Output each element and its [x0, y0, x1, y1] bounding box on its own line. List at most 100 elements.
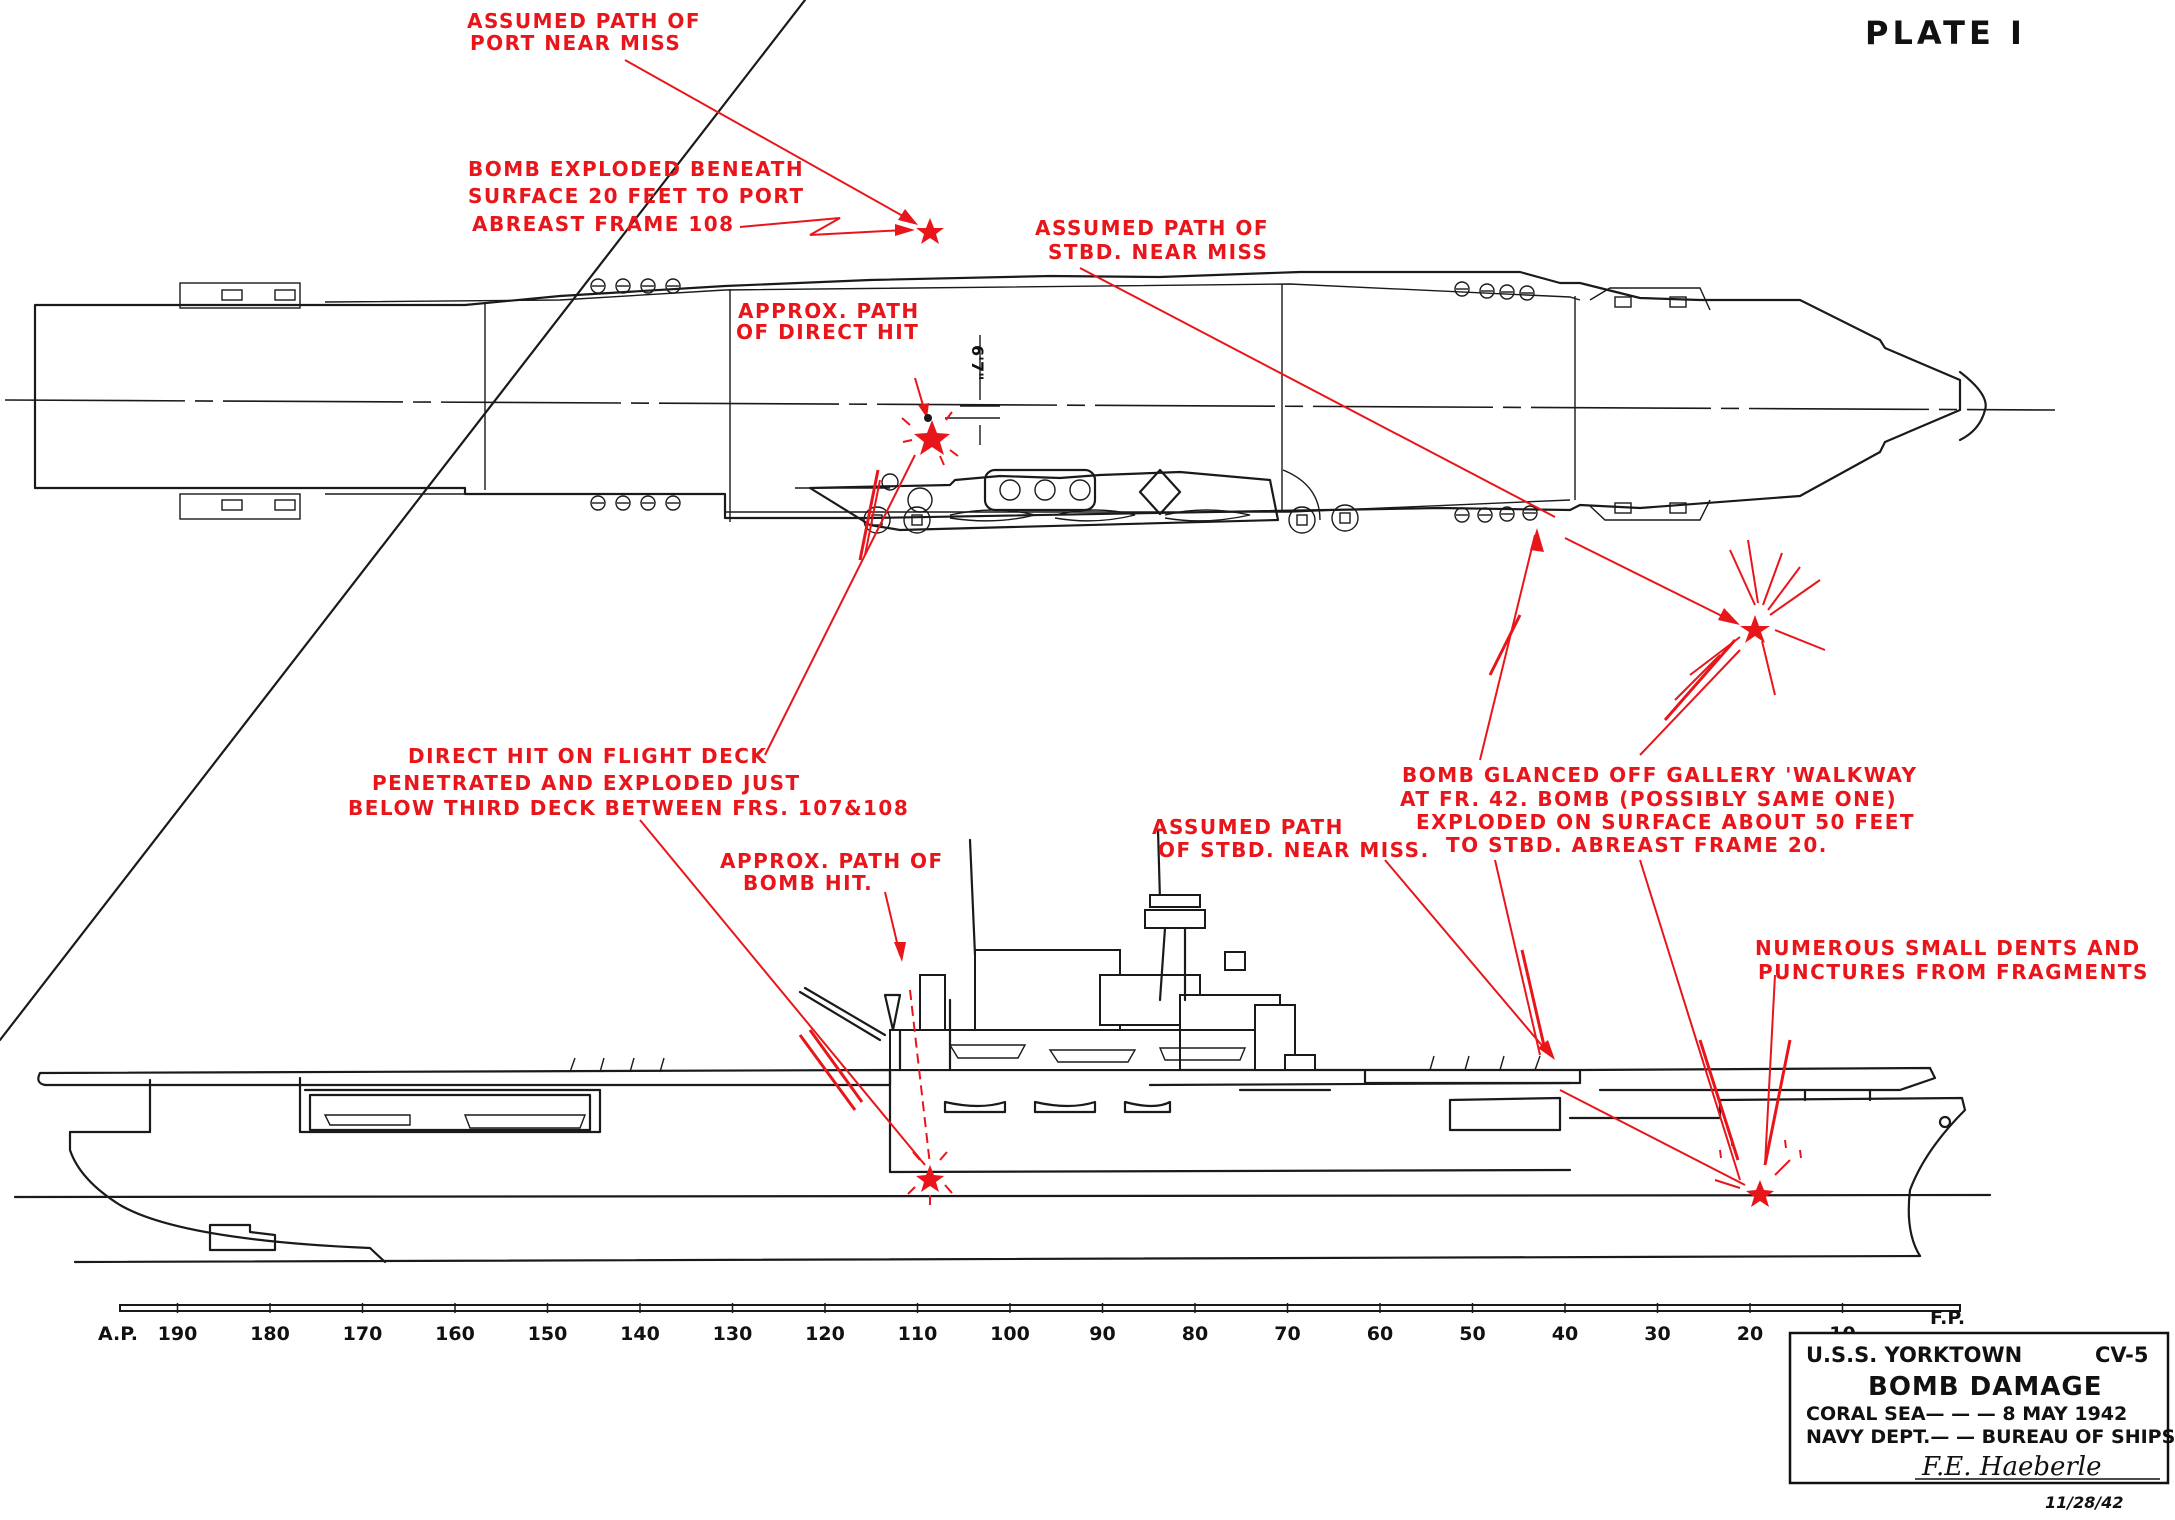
annotation-port-near-miss-explosion: BOMB EXPLODED BENEATH SURFACE 20 FEET TO…	[468, 157, 804, 236]
annotation-line: BELOW THIRD DECK BETWEEN FRS. 107&108	[348, 796, 909, 820]
frame-tick-label: 180	[250, 1323, 290, 1345]
frame-tick-label: 40	[1552, 1323, 1578, 1345]
frame-tick-label: 150	[528, 1323, 568, 1345]
annotation-line: ASSUMED PATH	[1152, 815, 1344, 839]
gun-tub-icon	[1454, 507, 1470, 523]
annotation-line: OF DIRECT HIT	[736, 320, 919, 344]
keel-line	[73, 1254, 1922, 1264]
plan-sponson-fwd-stbd	[1589, 499, 1711, 521]
frame-scale-fwd-label: F.P.	[1930, 1307, 1965, 1329]
waterline	[13, 1193, 1992, 1199]
title-hull-number: CV-5	[2095, 1343, 2148, 1367]
port-near-miss-leader	[739, 217, 906, 236]
plan-deck-outline	[33, 270, 1962, 520]
frame-tick-label: 90	[1089, 1323, 1115, 1345]
plan-deck-inner-edge	[324, 283, 1581, 303]
annotation-line: DIRECT HIT ON FLIGHT DECK	[408, 744, 767, 768]
title-location-date: CORAL SEA— — — 8 MAY 1942	[1806, 1403, 2127, 1425]
hangar-opening-fwd	[1448, 1096, 1562, 1132]
annotation-line: APPROX. PATH OF	[720, 849, 944, 873]
arrowhead-icon	[894, 942, 906, 962]
annotation-line: BOMB HIT.	[743, 871, 873, 895]
annotation-line: EXPLODED ON SURFACE ABOUT 50 FEET	[1416, 810, 1915, 834]
stbd-upward-path	[1663, 639, 1737, 721]
annotation-line: APPROX. PATH	[738, 299, 920, 323]
annotation-line: PORT NEAR MISS	[470, 31, 681, 55]
annotation-stbd-near-miss-profile: ASSUMED PATH OF STBD. NEAR MISS.	[1152, 815, 1428, 862]
gun-tub-icon	[590, 495, 606, 511]
annotation-stbd-near-miss-plan: ASSUMED PATH OF STBD. NEAR MISS	[1035, 216, 1268, 264]
gun-tub-icon	[1499, 284, 1515, 300]
plan-sponson-aft-stbd	[179, 493, 301, 520]
flight-deck-profile	[37, 1068, 892, 1087]
gun-tub-icon	[615, 278, 631, 294]
gun-tub-icon	[590, 278, 606, 294]
profile-direct-hit-star-icon	[916, 1165, 944, 1192]
hull-outline	[68, 1096, 1967, 1264]
boat-2	[463, 1114, 587, 1129]
annotation-line: NUMEROUS SMALL DENTS AND	[1755, 936, 2141, 960]
frame-tick-label: 190	[158, 1323, 198, 1345]
title-block: U.S.S. YORKTOWN CV-5 BOMB DAMAGE CORAL S…	[1788, 1331, 2175, 1512]
frame-tick-label: 60	[1367, 1323, 1393, 1345]
frame-scale-bar	[119, 1304, 1961, 1312]
annotation-direct-hit-description: DIRECT HIT ON FLIGHT DECK PENETRATED AND…	[348, 744, 909, 820]
plan-gun-tubs	[590, 278, 1538, 534]
anchor-icon	[1938, 1115, 1952, 1129]
plan-view: 6'7"	[4, 270, 2056, 534]
direct-hit-burst	[901, 411, 959, 466]
profile-stbd-explosion-star-icon	[1746, 1180, 1774, 1207]
damage-markings	[624, 59, 1826, 1207]
annotation-line: BOMB EXPLODED BENEATH	[468, 157, 804, 181]
frame-tick-label: 160	[435, 1323, 475, 1345]
direct-hit-point	[924, 414, 932, 422]
gallery-lifeboats	[943, 1100, 1172, 1114]
profile-view	[0, 0, 1992, 1264]
gun-tub-icon	[615, 495, 631, 511]
gun-tub-icon	[1499, 506, 1515, 522]
boat-bay-aft	[308, 1093, 592, 1132]
plan-island	[795, 468, 1321, 532]
fragments-leader	[1764, 974, 1776, 1166]
annotation-glanced-bomb: BOMB GLANCED OFF GALLERY 'WALKWAY AT FR.…	[1400, 763, 1916, 857]
stbd-near-miss-path-profile-line	[1384, 859, 1551, 1056]
annotation-line: AT FR. 42. BOMB (POSSIBLY SAME ONE)	[1400, 787, 1897, 811]
frame-tick-label: 20	[1737, 1323, 1763, 1345]
gun-tub-icon	[640, 278, 656, 294]
offset-dimension-label: 6'7"	[968, 345, 987, 381]
frame-tick-label: 100	[990, 1323, 1030, 1345]
glanced-bomb-path-plan	[1479, 534, 1536, 761]
arrowhead-icon	[1718, 608, 1740, 625]
arrowhead-icon	[898, 209, 918, 225]
frame-tick-label: 30	[1644, 1323, 1670, 1345]
arrowhead-icon	[895, 224, 915, 236]
title-block-frame	[1788, 1331, 2170, 1485]
gun-tub-icon	[1522, 505, 1538, 521]
plan-bow	[1958, 370, 1987, 442]
annotation-port-near-miss-path: ASSUMED PATH OF PORT NEAR MISS	[467, 9, 701, 55]
offset-dimension: 6'7"	[945, 335, 1000, 445]
direct-hit-star-icon	[914, 420, 950, 455]
annotation-bomb-hit-profile: APPROX. PATH OF BOMB HIT.	[720, 849, 944, 895]
bomb-hit-dashed-path	[909, 989, 931, 1166]
flight-deck-profile-fwd	[1363, 1066, 1937, 1092]
annotation-line: PUNCTURES FROM FRAGMENTS	[1758, 960, 2149, 984]
title-date: 11/28/42	[2045, 1493, 2123, 1512]
gun-tub-icon	[1454, 281, 1470, 297]
frame-tick-label: 80	[1182, 1323, 1208, 1345]
plate-label: PLATE I	[1865, 14, 2026, 52]
frame-tick-label: 120	[805, 1323, 845, 1345]
gun-mount-icon	[903, 506, 931, 534]
annotation-line: ASSUMED PATH OF	[467, 9, 701, 33]
annotation-line: ABREAST FRAME 108	[472, 212, 735, 236]
gun-tub-icon	[665, 278, 681, 294]
profile-direct-hit-burst	[907, 1151, 953, 1205]
frame-tick-label: 50	[1459, 1323, 1485, 1345]
frame-tick-label: 130	[713, 1323, 753, 1345]
direct-hit-leader-plan	[764, 454, 916, 756]
frame-tick-label: 140	[620, 1323, 660, 1345]
arrowhead-icon	[1530, 528, 1544, 552]
gun-tub-icon	[1477, 507, 1493, 523]
annotation-fragments: NUMEROUS SMALL DENTS AND PUNCTURES FROM …	[1755, 936, 2149, 984]
